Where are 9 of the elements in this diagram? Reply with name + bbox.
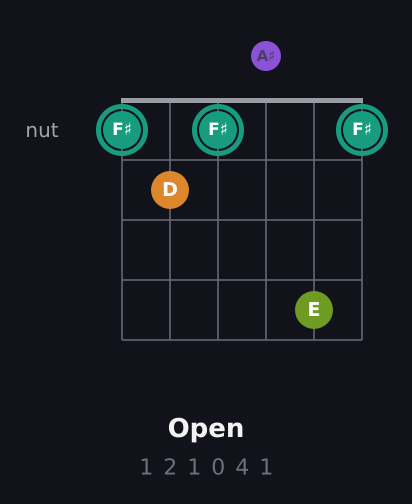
note-marker: E	[295, 291, 333, 329]
chord-title: Open	[168, 414, 244, 444]
note-marker: D	[151, 171, 189, 209]
nut-label: nut	[25, 118, 59, 142]
ringed-note-marker: F♯	[192, 104, 244, 156]
fingering-numbers: 1 2 1 0 4 1	[139, 456, 275, 480]
ringed-note-marker: F♯	[336, 104, 388, 156]
ringed-note-marker: F♯	[96, 104, 148, 156]
note-marker: A♯	[251, 41, 281, 71]
